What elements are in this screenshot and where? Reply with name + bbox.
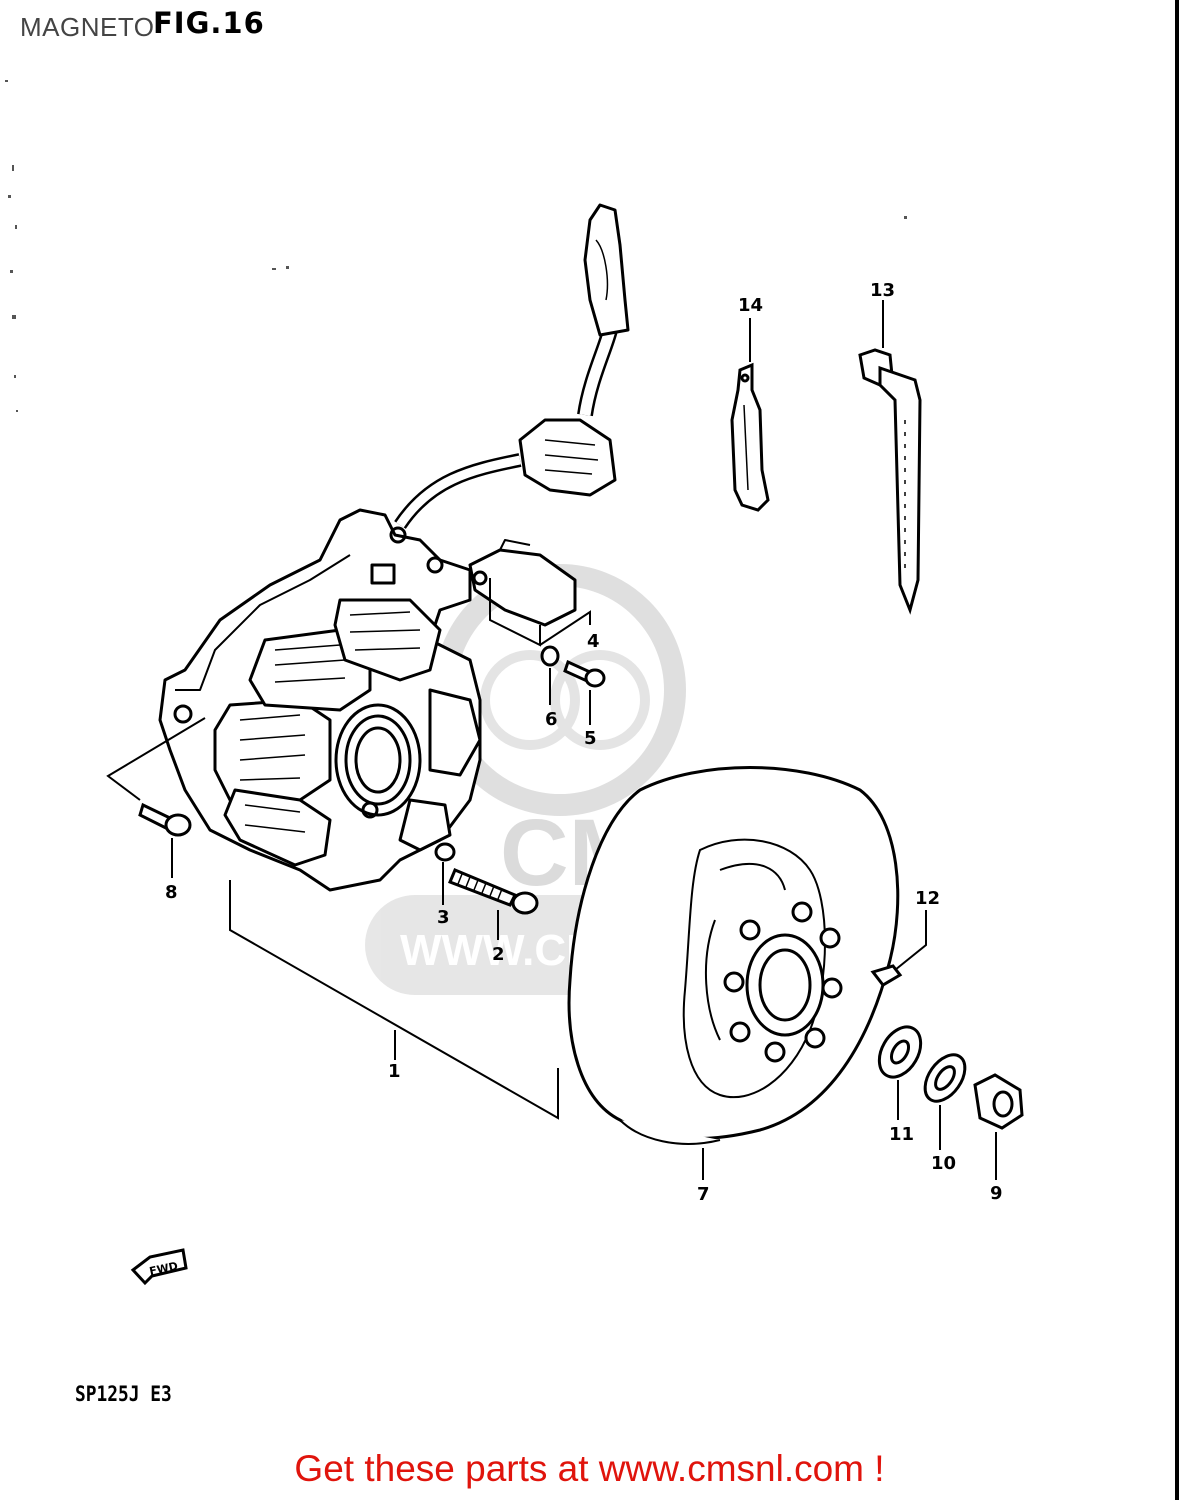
callout-9: 9: [990, 1183, 1003, 1204]
callout-13: 13: [870, 280, 895, 301]
flywheel-rotor: [567, 766, 900, 1145]
fwd-label: FWD: [148, 1259, 179, 1278]
part-2-screw: [448, 868, 539, 915]
part-12-key: [870, 964, 903, 987]
part-14-clamp: [730, 362, 770, 512]
figure-number: FIG.16: [153, 6, 265, 40]
callout-11: 11: [889, 1124, 914, 1145]
footer-link[interactable]: Get these parts at www.cmsnl.com !: [294, 1448, 885, 1489]
callout-3: 3: [437, 907, 450, 928]
callout-10: 10: [931, 1153, 956, 1174]
callout-5: 5: [584, 728, 597, 749]
model-code: SP125J E3: [75, 1382, 172, 1406]
part-6-washer: [540, 645, 560, 667]
callout-2: 2: [492, 944, 505, 965]
callout-12: 12: [915, 888, 940, 909]
part-3-washer: [434, 842, 456, 862]
diagram-title: MAGNETO: [20, 12, 155, 42]
part-11-washer: [877, 1025, 923, 1079]
scan-specks: [5, 80, 907, 412]
callout-7: 7: [697, 1184, 710, 1205]
callout-8: 8: [165, 882, 178, 903]
callout-6: 6: [545, 709, 558, 730]
leader-lines: [106, 300, 997, 1180]
fwd-arrow: FWD: [130, 1248, 188, 1286]
part-5-screw: [563, 659, 606, 688]
part-9-nut: [973, 1073, 1024, 1130]
callout-labels: 1 2 3 4 5 6 7 8 9 10 11 12 13 14: [165, 280, 1003, 1205]
callout-14: 14: [738, 295, 763, 316]
part-8-screw: [138, 802, 192, 837]
part-10-lockwasher: [923, 1053, 967, 1103]
page-border: [1175, 0, 1179, 1500]
part-13-tie-strap: [858, 348, 922, 615]
callout-1: 1: [388, 1061, 401, 1082]
stator-assembly: [158, 203, 630, 892]
callout-4: 4: [587, 631, 600, 652]
